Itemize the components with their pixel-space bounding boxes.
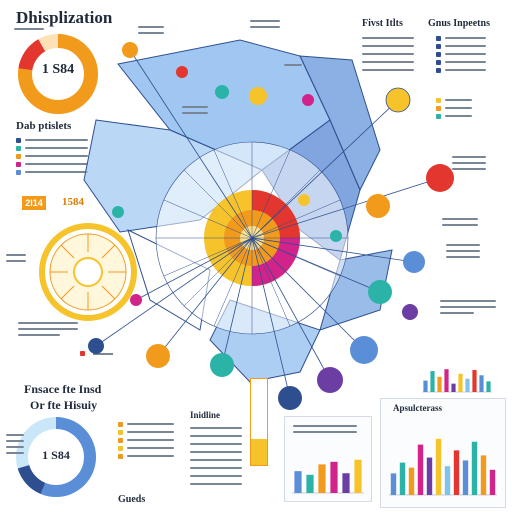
mid-list	[190, 424, 242, 488]
chart-bar	[435, 438, 442, 495]
chart-bar	[354, 459, 362, 493]
left-lower-note	[18, 318, 78, 340]
bars-panel: Apsulcterass	[380, 398, 506, 508]
chart-bar	[294, 471, 302, 493]
big-bar-chart	[389, 438, 497, 496]
right-legend	[436, 96, 472, 120]
bottom-heading-line2: Or fte Hisuiy	[30, 398, 98, 412]
top-donut: 1 S84	[16, 32, 100, 116]
right-top-list-a	[362, 34, 414, 74]
orange-strip	[118, 420, 174, 460]
bottom-heading-line1: Fnsace fte Insd	[24, 382, 102, 396]
chart-bar	[458, 373, 463, 392]
center-inner-note	[182, 102, 208, 118]
chart-bar	[444, 369, 449, 392]
mid-bars-legend	[293, 421, 357, 437]
bottom-caption: Gueds	[118, 494, 146, 505]
right-mid-note	[452, 152, 486, 174]
chart-bar	[451, 383, 456, 392]
mid-heading: Inidline	[190, 410, 221, 420]
chart-bar	[489, 469, 496, 495]
chart-bar	[486, 381, 491, 392]
bottom-donut: 1 S84	[6, 414, 106, 500]
left-sunburst	[38, 222, 138, 322]
chart-bar	[423, 380, 428, 392]
chart-bar	[437, 376, 442, 392]
chart-bar	[471, 441, 478, 495]
bars-heading: Apsulcterass	[393, 403, 442, 413]
chart-bar	[342, 473, 350, 493]
network-nodes	[88, 42, 454, 410]
chart-bar	[417, 444, 424, 495]
center-title: Fivst Itlts	[362, 18, 403, 29]
chart-bar	[453, 450, 460, 495]
page-title: Dhisplization	[16, 8, 113, 27]
mid-bar-chart	[292, 459, 364, 494]
left-mid-note	[6, 250, 26, 266]
bullet-icon	[16, 153, 21, 159]
vertical-progress-fill	[251, 439, 267, 465]
bottom-donut-svg	[16, 417, 96, 497]
tag-icon	[80, 351, 85, 357]
chart-bar	[408, 467, 415, 495]
chart-bar	[330, 461, 338, 493]
right-title: Gnus Inpeetns	[428, 18, 490, 29]
chart-bar	[426, 457, 433, 495]
right-mid-note-3	[446, 240, 480, 262]
badge-b: 1584	[62, 196, 84, 208]
top-donut-svg	[18, 34, 98, 114]
bullet-icon	[16, 137, 21, 143]
top-donut-label: 1 S84	[41, 62, 75, 77]
chart-bar	[480, 455, 487, 495]
bottom-donut-label: 1 S84	[42, 448, 70, 462]
left-sunburst-svg	[39, 223, 137, 321]
mid-bars-panel	[284, 416, 372, 502]
bullet-icon	[16, 145, 21, 151]
bottom-left-legend	[6, 430, 24, 458]
bullet-icon	[16, 161, 21, 167]
left-tags	[80, 345, 114, 363]
right-mid-note-4	[440, 296, 496, 318]
center-inner-note-2	[284, 60, 302, 70]
connector-lines	[95, 49, 441, 399]
chart-bar	[472, 369, 477, 392]
data-heading: Dab ptislets	[16, 120, 72, 132]
bullet-icon	[16, 169, 21, 175]
chart-bar	[479, 375, 484, 392]
center-top-note-2	[250, 16, 280, 32]
chart-bar	[399, 462, 406, 495]
chart-bar	[444, 466, 451, 495]
vertical-progress	[250, 378, 268, 466]
right-small-bar-chart	[422, 369, 492, 393]
chart-bar	[430, 371, 435, 392]
right-mid-note-2	[442, 214, 478, 230]
center-top-note	[138, 22, 164, 38]
chart-bar	[462, 460, 469, 495]
chart-bar	[465, 378, 470, 392]
chart-bar	[390, 473, 397, 495]
chart-bar	[306, 474, 314, 493]
data-list	[16, 136, 88, 176]
chart-bar	[318, 464, 326, 493]
badge-a: 2l14	[22, 196, 46, 210]
right-top-list-b	[436, 34, 486, 74]
top-left-note	[14, 24, 44, 34]
